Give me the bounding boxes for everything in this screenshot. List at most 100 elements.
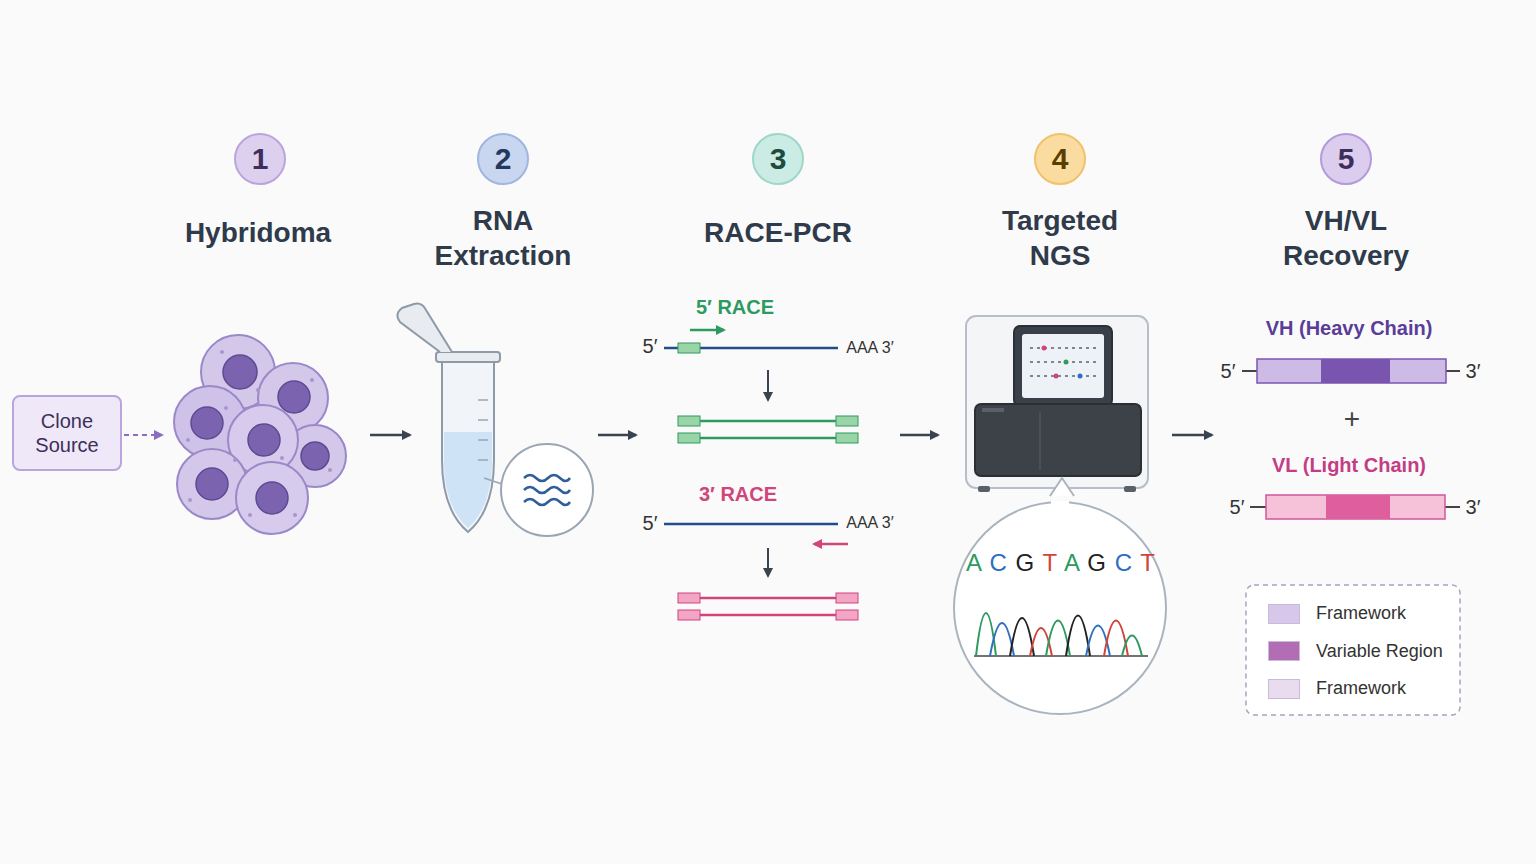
race-strands-part [690,329,724,332]
hybridoma-cells-part-part [301,442,329,470]
race-strands-part [680,614,856,617]
rna-tube-part [397,304,452,352]
hybridoma-cells-part-part [191,407,223,439]
step-title: Hybridoma [185,215,331,250]
end-label: 5′ [1221,359,1236,384]
ngs-sequencer-part [1124,486,1136,492]
base-letter [1080,549,1088,576]
ngs-sequencer-part [1039,412,1041,470]
node-text: 2 [495,141,512,177]
ngs-sequencer-part-part [1042,346,1047,351]
race-strands-part [678,343,700,353]
race-strands-part [836,433,858,443]
hybridoma-cells-part-part [196,468,228,500]
race-strands-part [767,370,769,400]
end-label: 3′ [1466,495,1481,520]
flow-arrows-part [370,434,410,437]
hybridoma-cells-part [177,449,247,519]
ngs-sequencer-part-part [1030,347,1096,349]
ngs-sequencer-part [954,502,1166,714]
hybridoma-cells-part [236,462,308,534]
step-number: 3 [752,133,804,185]
rna-tube-part [436,352,500,362]
node-text: 4 [1052,141,1069,177]
source-box: Clone Source [12,395,122,471]
hybridoma-cells-part-part [310,378,314,382]
rna-tube-part [444,432,492,528]
hybridoma-cells-part-part [248,424,280,456]
ngs-sequencer-part [1022,334,1104,398]
legend-text: Framework [1316,678,1406,699]
hybridoma-cells-part-part [278,381,310,413]
hybridoma-cells-part-part [224,406,228,410]
race-strands-part [678,433,700,443]
race-strands-part [836,593,858,603]
chain-bars-part [1321,359,1390,383]
node-text: 3 [770,141,787,177]
chain-bars-part [1250,506,1266,508]
hybridoma-cells [174,335,346,534]
base-letter: T [1140,549,1156,576]
chain-bars-part [1446,370,1460,372]
rna-tube-part [478,399,488,401]
race-strands-part [814,543,848,546]
rna-tube-part [501,444,593,536]
end-label: AAA 3′ [846,513,893,533]
base-letter: A [1064,549,1080,576]
rna-tube-part [524,475,570,481]
ngs-sequencer-part [978,486,990,492]
chromatogram-part [1122,636,1142,657]
end-label: 3′ [1466,359,1481,384]
legend-row: Framework [1268,678,1406,699]
legend-row: Framework [1268,603,1406,624]
chain-bars [1242,359,1460,519]
step-title: Targeted NGS [978,203,1143,273]
flow-arrows-part [900,434,938,437]
flow-arrows-part [598,434,636,437]
legend-row: Variable Region [1268,641,1443,662]
race-strands-part [678,416,700,426]
step-title: RNA Extraction [416,203,591,273]
end-label: 5′ [643,511,658,536]
sequence-text: A C G T A G C T [966,548,1156,578]
base-letter: C [989,549,1007,576]
race-strands-part [678,593,700,603]
ngs-sequencer-part-part [1064,360,1069,365]
chain-bars-part [1266,495,1445,519]
legend-swatch [1268,641,1300,661]
step-title: RACE-PCR [704,215,852,250]
plus-sign: + [1344,401,1360,436]
hybridoma-cells-part-part [223,355,257,389]
base-letter: G [1015,549,1035,576]
hybridoma-cells-part-part [328,468,332,472]
ngs-sequencer-part [982,408,1004,412]
hybridoma-cells-part-part [280,456,284,460]
ngs-sequencer-part [1050,478,1074,496]
ngs-sequencer [954,316,1166,714]
base-letter [1035,549,1042,576]
ngs-sequencer-part [1030,346,1096,379]
rna-tube-part [478,459,488,461]
legend-swatch [1268,679,1300,699]
chain-label: VH (Heavy Chain) [1266,316,1433,341]
ngs-sequencer-part [1051,501,1069,505]
race-strands-part [680,420,856,423]
ngs-sequencer-part-part [1030,361,1096,363]
hybridoma-cells-part-part [256,482,288,514]
hybridoma-cells-part-part [256,388,260,392]
node-text: Clone Source [26,409,108,457]
rna-tube-part [478,419,488,421]
hybridoma-cells-part [186,350,332,517]
chain-bars-part [1242,370,1257,372]
ngs-sequencer-part [1014,326,1112,406]
hybridoma-cells-part-part [293,513,297,517]
node-text: 5 [1338,141,1355,177]
race-strands-part [680,437,856,440]
end-label: 5′ [643,334,658,359]
base-letter [1008,549,1016,576]
race-strands-part [767,548,769,576]
legend-swatch [1268,604,1300,624]
flow-arrows-part [1172,434,1212,437]
